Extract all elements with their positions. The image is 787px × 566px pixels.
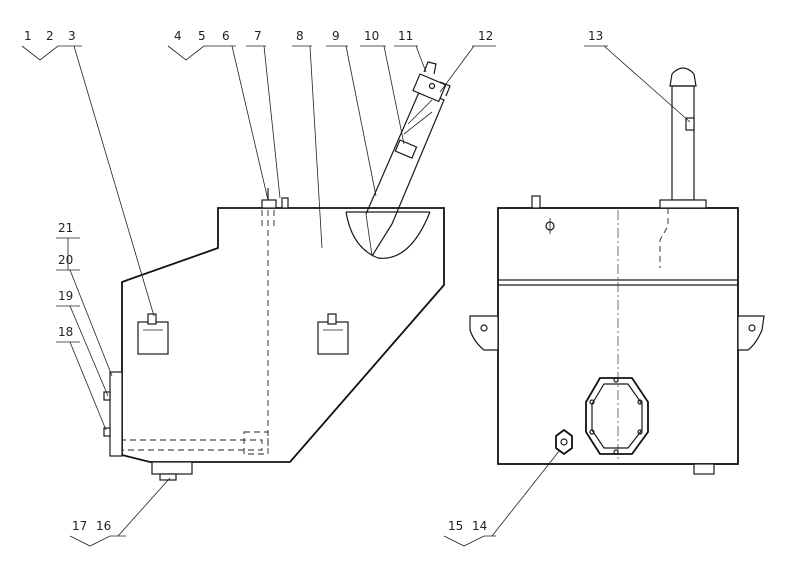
part-number-19: 19 xyxy=(58,289,73,303)
part-number-15: 15 xyxy=(448,519,463,533)
part-number-6: 6 xyxy=(222,29,230,43)
filler-opening-curve xyxy=(345,211,431,259)
part-number-14: 14 xyxy=(472,519,487,533)
front-top-fitting xyxy=(531,195,555,234)
drain-plug xyxy=(151,461,193,481)
part-number-11: 11 xyxy=(398,29,413,43)
filler-cap xyxy=(412,61,451,103)
leader-lines xyxy=(21,45,691,547)
front-foot xyxy=(693,463,715,475)
part-number-1: 1 xyxy=(24,29,32,43)
part-number-18: 18 xyxy=(58,325,73,339)
level-sensor-fitting xyxy=(261,188,289,209)
part-number-10: 10 xyxy=(364,29,379,43)
part-number-3: 3 xyxy=(68,29,76,43)
part-number-labels: 1 2 3 4 5 6 7 8 9 10 11 12 13 21 20 19 1… xyxy=(24,29,603,533)
part-number-8: 8 xyxy=(296,29,304,43)
inspection-cover xyxy=(585,377,649,455)
part-number-17: 17 xyxy=(72,519,87,533)
filler-neck xyxy=(365,89,445,257)
side-view-body-outline xyxy=(121,207,445,463)
mounting-lug-right xyxy=(737,315,765,351)
part-number-13: 13 xyxy=(588,29,603,43)
side-bracket-right xyxy=(317,313,349,355)
side-bracket-left xyxy=(137,313,169,355)
part-number-20: 20 xyxy=(58,253,73,267)
part-number-4: 4 xyxy=(174,29,182,43)
mounting-lug-left xyxy=(469,315,499,351)
side-view xyxy=(103,61,451,481)
drain-fitting-front xyxy=(555,428,573,456)
part-number-12: 12 xyxy=(478,29,493,43)
outlet-flange-plate xyxy=(103,371,123,457)
part-number-9: 9 xyxy=(332,29,340,43)
breather-pipe xyxy=(659,67,707,268)
part-number-16: 16 xyxy=(96,519,111,533)
part-number-7: 7 xyxy=(254,29,262,43)
front-view xyxy=(469,67,765,475)
internal-pipe-dashed xyxy=(261,210,275,450)
part-number-21: 21 xyxy=(58,221,73,235)
part-number-5: 5 xyxy=(198,29,206,43)
part-number-2: 2 xyxy=(46,29,54,43)
